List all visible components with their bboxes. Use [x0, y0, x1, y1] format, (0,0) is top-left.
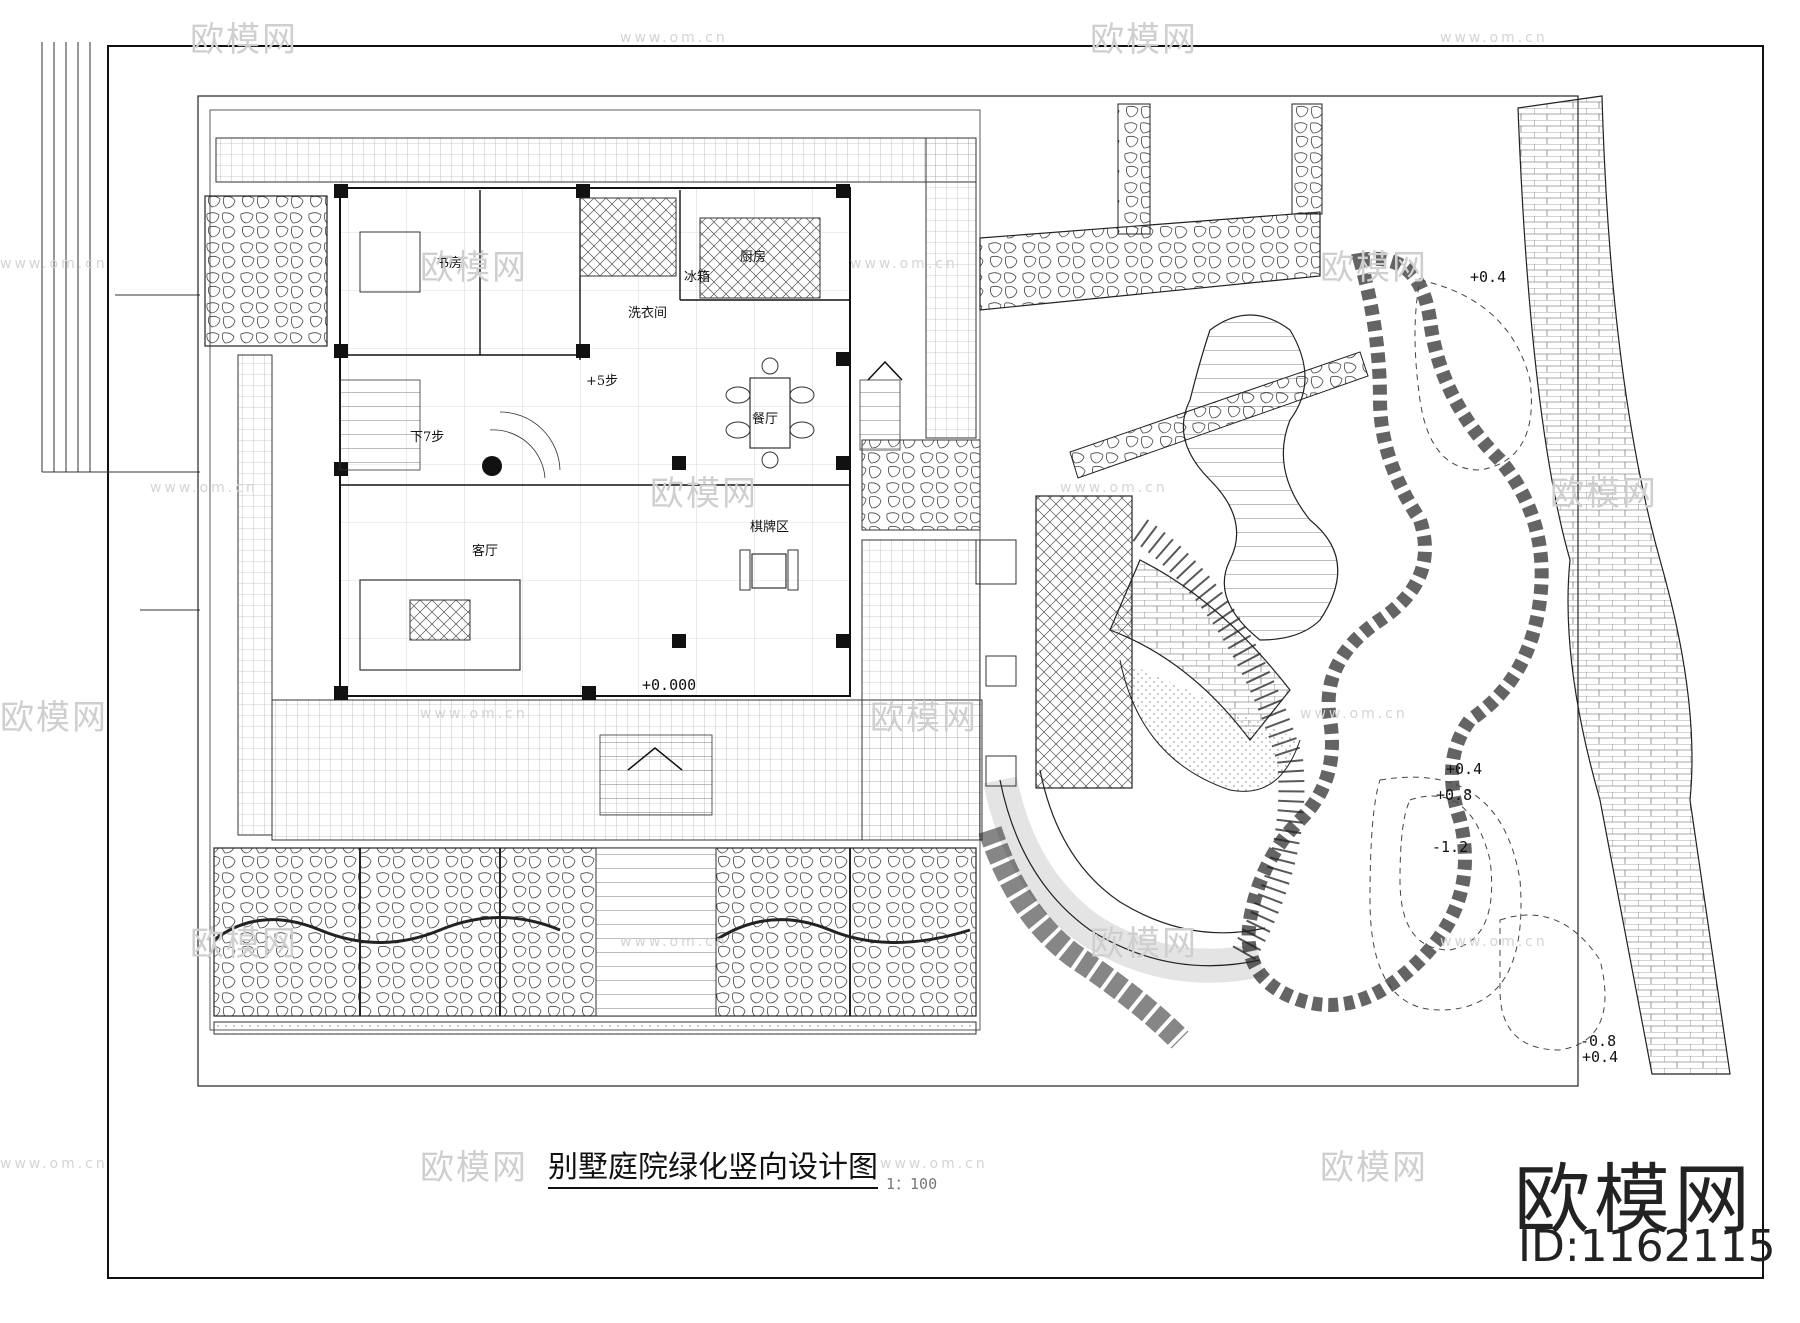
watermark: 欧模网: [190, 12, 298, 61]
watermark-url: www.om.cn: [880, 1156, 988, 1172]
watermark-url: www.om.cn: [1300, 706, 1408, 722]
watermark: 欧模网: [420, 240, 528, 289]
laundry-label: 洗衣间: [628, 306, 668, 321]
watermark: www.om.cn: [0, 256, 108, 272]
watermark-brand: 欧模网: [1320, 248, 1428, 288]
fridge-label: 冰箱: [684, 270, 711, 285]
watermark-url: www.om.cn: [620, 934, 728, 950]
drawing-scale: 1：100: [886, 1175, 938, 1193]
elevation-marker: +0.4: [1470, 268, 1507, 286]
title-underline: [548, 1187, 878, 1189]
watermark: 欧模网: [190, 916, 298, 965]
watermark-brand: 欧模网: [420, 1148, 528, 1188]
brand-logo-text: 欧模网: [1514, 1155, 1754, 1244]
watermark-url: www.om.cn: [1440, 934, 1548, 950]
watermark: www.om.cn: [150, 480, 258, 496]
dining-label: 餐厅: [752, 412, 779, 427]
watermark: www.om.cn: [620, 934, 728, 950]
watermark-brand: 欧模网: [190, 924, 298, 964]
watermark-brand: 欧模网: [650, 474, 758, 514]
watermark: 欧模网: [1090, 12, 1198, 61]
down-stairs-label: 下7步: [410, 430, 445, 445]
watermark: www.om.cn: [620, 30, 728, 46]
watermark-url: www.om.cn: [0, 1156, 108, 1172]
watermark-brand: 欧模网: [0, 698, 108, 738]
watermark-url: www.om.cn: [1060, 480, 1168, 496]
watermark: 欧模网: [1550, 466, 1658, 515]
floor-elevation: +0.000: [642, 676, 697, 694]
watermark-brand: 欧模网: [870, 698, 978, 738]
watermark-url: www.om.cn: [420, 706, 528, 722]
study-label: 书房: [436, 256, 463, 271]
watermark: www.om.cn: [0, 1156, 108, 1172]
watermark-url: www.om.cn: [620, 30, 728, 46]
watermark-url: www.om.cn: [0, 256, 108, 272]
watermark-brand: 欧模网: [1320, 1148, 1428, 1188]
elevation-marker: -1.2: [1432, 838, 1469, 856]
elevation-marker: -0.8: [1580, 1032, 1617, 1050]
elevation-marker: +0.4: [1582, 1048, 1619, 1066]
watermark-brand: 欧模网: [420, 248, 528, 288]
kitchen-label: 厨房: [740, 250, 767, 265]
watermark-brand: 欧模网: [1090, 20, 1198, 60]
watermark: www.om.cn: [1440, 30, 1548, 46]
elevation-marker: +0.4: [1446, 760, 1483, 778]
watermark: www.om.cn: [1440, 934, 1548, 950]
up-stairs-label: +5步: [586, 374, 619, 389]
watermark: www.om.cn: [420, 706, 528, 722]
watermark: 欧模网: [420, 1140, 528, 1189]
watermark: www.om.cn: [1300, 706, 1408, 722]
watermark: 欧模网: [0, 690, 108, 739]
watermark-url: www.om.cn: [150, 480, 258, 496]
watermark: 欧模网: [650, 466, 758, 515]
watermark-brand: 欧模网: [190, 20, 298, 60]
watermark: 欧模网: [870, 690, 978, 739]
model-id: ID:1162115: [1518, 1221, 1776, 1272]
watermark-url: www.om.cn: [1440, 30, 1548, 46]
watermark-brand: 欧模网: [1550, 474, 1658, 514]
watermark: www.om.cn: [880, 1156, 988, 1172]
drawing-title: 别墅庭院绿化竖向设计图: [548, 1150, 878, 1185]
watermark: 欧模网: [1320, 1140, 1428, 1189]
watermark: 欧模网: [1090, 916, 1198, 965]
watermark: www.om.cn: [1060, 480, 1168, 496]
living-label: 客厅: [472, 544, 499, 559]
elevation-marker: +0.8: [1436, 786, 1473, 804]
chess-area-label: 棋牌区: [750, 520, 790, 535]
watermark-url: www.om.cn: [850, 256, 958, 272]
watermark-brand: 欧模网: [1090, 924, 1198, 964]
watermark: www.om.cn: [850, 256, 958, 272]
watermark: 欧模网: [1320, 240, 1428, 289]
